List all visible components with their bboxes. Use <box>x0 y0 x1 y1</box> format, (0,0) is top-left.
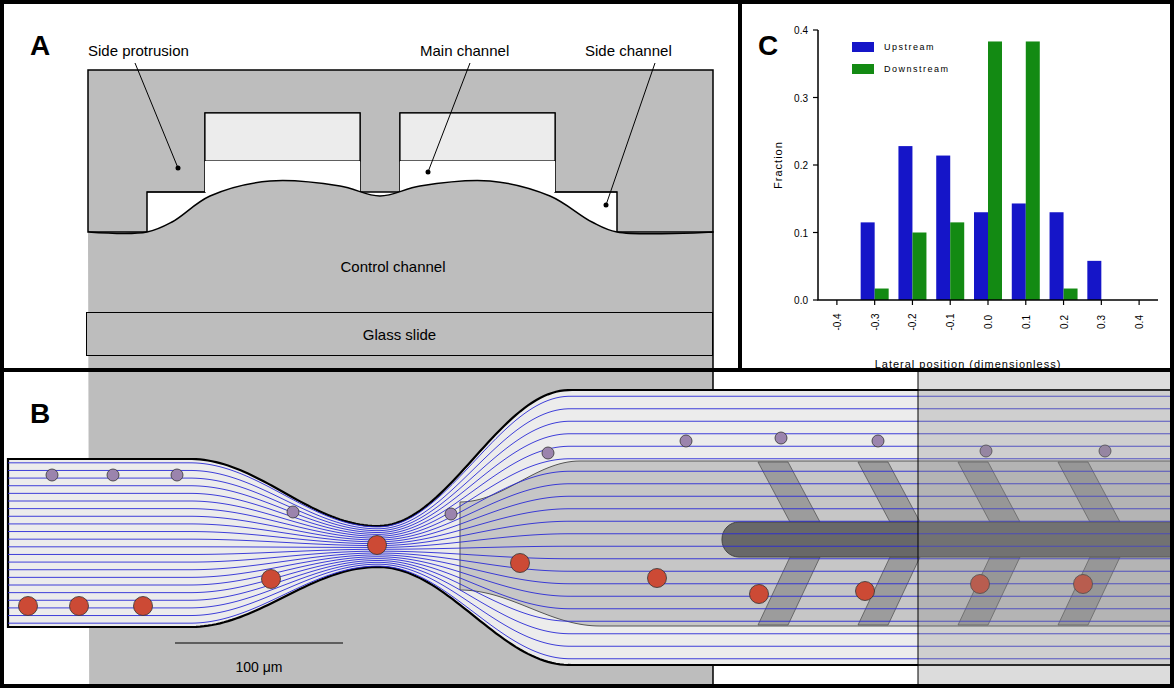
tick-label: 0.2 <box>794 160 808 171</box>
x-tick <box>950 300 951 305</box>
legend-label: Downstream <box>884 64 950 74</box>
leader-line <box>606 63 655 205</box>
upstream-bar <box>936 156 950 300</box>
upper-chamber <box>400 113 555 161</box>
tick-label: 0.0 <box>983 315 994 329</box>
downstream-bar <box>1026 41 1040 300</box>
upper-chamber <box>205 113 360 161</box>
upstream-bar <box>1087 261 1101 300</box>
axis-title: Fraction <box>772 141 784 189</box>
legend-swatch <box>852 42 874 52</box>
scale-bar <box>175 642 343 643</box>
downstream-bar <box>1064 289 1078 300</box>
panel: B <box>0 368 1174 688</box>
legend-entry: Downstream <box>852 64 950 74</box>
leader-dot <box>604 203 609 208</box>
y-tick <box>813 164 818 165</box>
large-particle <box>262 570 281 589</box>
x-tick <box>1025 300 1026 305</box>
part-label: Side protrusion <box>88 42 189 59</box>
small-particle <box>872 435 884 447</box>
x-tick <box>912 300 913 305</box>
axis-title: Lateral position (dimensionless) <box>875 358 1062 370</box>
x-tick <box>1101 300 1102 305</box>
x-tick <box>987 300 988 305</box>
upstream-bar <box>1050 212 1064 300</box>
small-particle <box>775 432 787 444</box>
x-tick <box>1063 300 1064 305</box>
tick-label: -0.2 <box>907 313 918 330</box>
tick-label: 0.3 <box>1096 315 1107 329</box>
glass-slide: Glass slide <box>86 312 713 356</box>
y-tick <box>813 29 818 30</box>
leader-line <box>428 63 470 172</box>
x-tick <box>1139 300 1140 305</box>
axes <box>818 30 1158 300</box>
upstream-bar <box>898 146 912 300</box>
legend-entry: Upstream <box>852 42 935 52</box>
tick-label: 0.1 <box>794 227 808 238</box>
part-label: Glass slide <box>363 326 436 343</box>
large-particle <box>511 554 530 573</box>
small-particle <box>542 447 554 459</box>
upstream-bar <box>1012 203 1026 300</box>
x-tick <box>836 300 837 305</box>
y-tick <box>813 299 818 300</box>
downstream-bar <box>950 222 964 300</box>
y-tick <box>813 232 818 233</box>
channel-flow-illustration <box>8 370 1174 688</box>
histogram <box>813 30 1158 305</box>
small-particle <box>680 435 692 447</box>
legend-swatch <box>852 64 874 74</box>
tick-label: -0.4 <box>831 313 842 330</box>
shaded-region <box>918 370 1174 688</box>
tick-label: 0.2 <box>1058 315 1069 329</box>
upstream-bar <box>861 222 875 300</box>
panel-letter: C <box>758 30 778 62</box>
downstream-bar <box>875 289 889 300</box>
large-particle <box>70 597 89 616</box>
downstream-bar <box>912 233 926 301</box>
tick-label: 0.0 <box>794 295 808 306</box>
y-tick <box>813 97 818 98</box>
leader-dot <box>426 170 431 175</box>
panel-letter: B <box>30 398 50 430</box>
leader-dot <box>176 166 181 171</box>
small-particle <box>287 506 299 518</box>
upstream-bar <box>974 212 988 300</box>
part-label: Main channel <box>420 42 509 59</box>
tick-label: 0.4 <box>794 25 808 36</box>
small-particle <box>46 469 58 481</box>
small-particle <box>171 469 183 481</box>
tick-label: 0.4 <box>1134 315 1145 329</box>
panel: C <box>738 0 1174 372</box>
part-label: Control channel <box>340 258 445 275</box>
tick-label: -0.1 <box>945 313 956 330</box>
large-particle <box>19 597 38 616</box>
tick-label: 0.3 <box>794 92 808 103</box>
large-particle <box>648 569 667 588</box>
tick-label: -0.3 <box>869 313 880 330</box>
small-particle <box>445 508 457 520</box>
tick-label: 0.1 <box>1020 315 1031 329</box>
downstream-bar <box>988 41 1002 300</box>
part-label: Side channel <box>585 42 672 59</box>
x-tick <box>874 300 875 305</box>
region-divider <box>918 370 919 688</box>
leader-line <box>135 63 178 168</box>
panel-letter: A <box>30 30 50 62</box>
scale-label: 100 μm <box>236 659 283 675</box>
legend-label: Upstream <box>884 42 935 52</box>
small-particle <box>107 469 119 481</box>
large-particle <box>368 536 387 555</box>
large-particle <box>750 585 769 604</box>
large-particle <box>134 597 153 616</box>
large-particle <box>856 582 875 601</box>
